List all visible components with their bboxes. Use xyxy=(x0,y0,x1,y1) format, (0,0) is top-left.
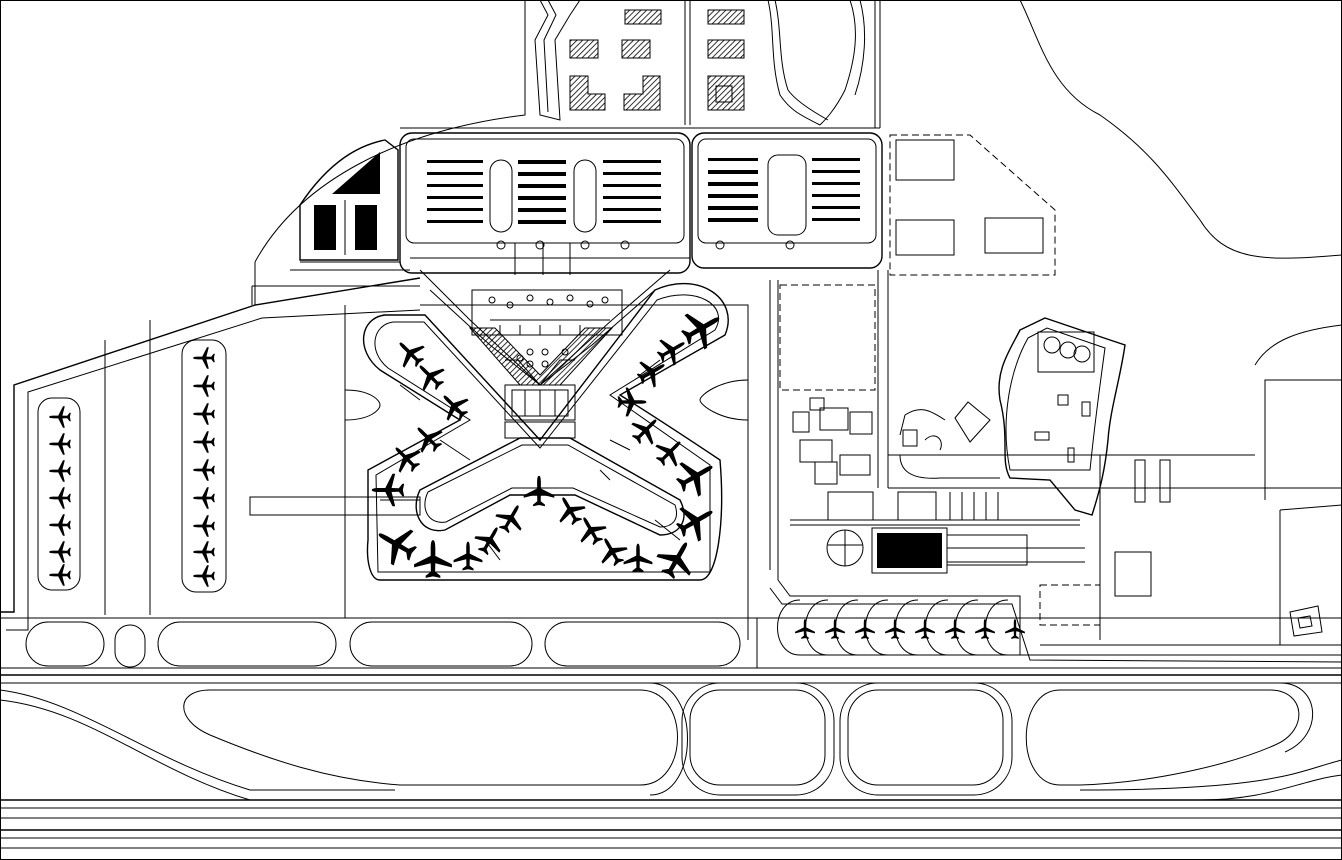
aircraft-icon xyxy=(825,619,845,639)
aircraft-icon xyxy=(193,375,215,397)
aircraft-icon xyxy=(453,541,483,571)
aircraft-icon xyxy=(523,475,555,507)
parking-stalls xyxy=(427,158,860,224)
aircraft-icon xyxy=(855,619,875,639)
aircraft-icon xyxy=(389,332,431,374)
aircraft-icon xyxy=(49,564,71,586)
aircraft-icon xyxy=(193,487,215,509)
aircraft-icon xyxy=(975,619,995,639)
aircraft-icon xyxy=(49,433,71,455)
aircraft-icon xyxy=(885,619,905,639)
aircraft-icon xyxy=(491,498,531,538)
aircraft-icon xyxy=(193,347,215,369)
aircraft-icon xyxy=(433,385,475,427)
aircraft-icon xyxy=(632,352,672,392)
landside-parking xyxy=(290,127,883,275)
west-apron xyxy=(0,0,749,640)
aircraft-icon xyxy=(915,619,935,639)
aircraft-icon xyxy=(670,495,722,547)
aircraft-icon xyxy=(49,514,71,536)
runway-system xyxy=(0,617,1342,849)
aircraft-icon xyxy=(617,387,647,417)
east-apron xyxy=(777,527,1085,656)
aircraft-icon xyxy=(407,417,449,459)
aircraft-icon xyxy=(49,406,71,428)
aircraft-icon xyxy=(795,619,815,639)
aircraft-icon xyxy=(193,403,215,425)
aircraft-icon xyxy=(49,460,71,482)
aircraft-icon xyxy=(49,541,71,563)
x-pier-terminal xyxy=(363,269,729,581)
north-support-area xyxy=(534,0,881,128)
aircraft-icon xyxy=(193,431,215,453)
aircraft-icon xyxy=(945,619,965,639)
aircraft-icon xyxy=(623,543,653,573)
aircraft-icon xyxy=(674,300,730,356)
terminal-curbside xyxy=(468,289,623,386)
remote-stands-west xyxy=(49,347,215,587)
aircraft-icon xyxy=(193,459,215,481)
aircraft-icon xyxy=(385,437,427,479)
aircraft-on-stands xyxy=(368,300,730,585)
aircraft-icon xyxy=(550,490,590,530)
aircraft-icon xyxy=(592,531,632,571)
aircraft-icon xyxy=(670,450,722,502)
aircraft-icon xyxy=(193,515,215,537)
east-landside xyxy=(769,0,1342,663)
aircraft-icon xyxy=(49,487,71,509)
aircraft-icon xyxy=(193,565,215,587)
aircraft-icon xyxy=(651,533,703,585)
aircraft-icon xyxy=(193,541,215,563)
aircraft-icon xyxy=(571,510,611,550)
